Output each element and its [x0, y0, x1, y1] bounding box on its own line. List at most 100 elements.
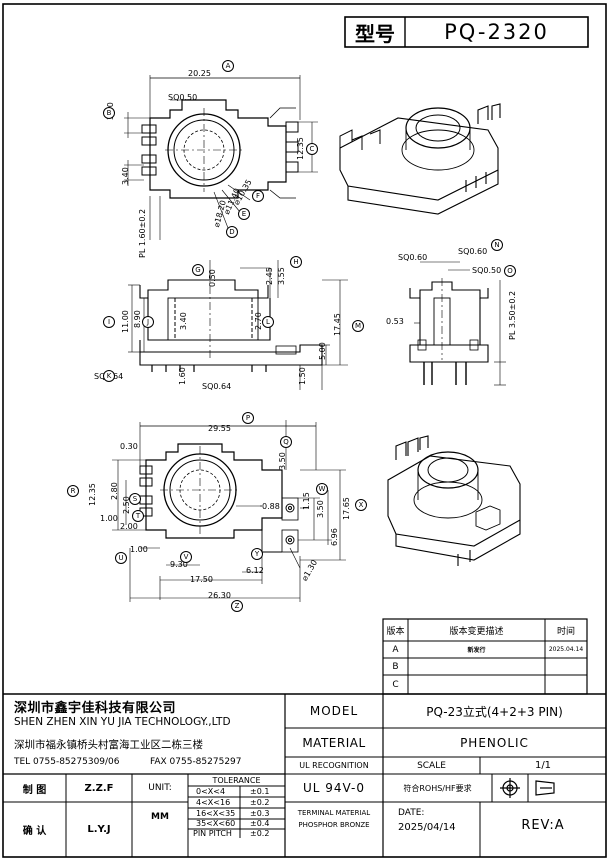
company-name-cn: 深圳市鑫宇佳科技有限公司 — [14, 701, 177, 716]
rev-row-version: C — [392, 679, 399, 690]
dim-label: 1.50 — [298, 367, 307, 385]
rev-col-version: 版本 — [386, 626, 405, 637]
callout-n: N — [491, 239, 503, 251]
callout-x: X — [355, 499, 367, 511]
callout-w: W — [316, 483, 328, 495]
checker-label: 确 认 — [22, 826, 47, 837]
dim-label: 1.00 — [130, 545, 148, 554]
model-label: MODEL — [309, 704, 359, 718]
callout-f: F — [252, 190, 264, 202]
dim-label: SQ0.50 — [168, 93, 198, 102]
dim-label: 2.80 — [110, 482, 119, 500]
callout-e: E — [238, 208, 250, 220]
callout-y: Y — [251, 548, 263, 560]
scale-value: 1/1 — [534, 760, 552, 771]
drafter-name: Z.Z.F — [84, 782, 114, 794]
rev-col-desc: 版本变更描述 — [449, 626, 504, 637]
dim-label: 3.55 — [277, 267, 286, 285]
dim-label: 17.45 — [333, 313, 342, 336]
dim-label: 0.50 — [208, 269, 217, 287]
dim-label: 3.50 — [316, 500, 325, 518]
tolerance-value: ±0.2 — [250, 829, 270, 838]
dim-label: 1.60 — [178, 367, 187, 385]
rev-row-version: B — [392, 661, 399, 672]
model-value: PQ-23立式(4+2+3 PIN) — [426, 704, 563, 719]
dim-label: 5.00 — [318, 342, 327, 360]
revision-code: REV:A — [521, 817, 565, 833]
dim-label: 0.30 — [120, 442, 138, 451]
callout-k: K — [103, 370, 115, 382]
terminal-material-value: PHOSPHOR BRONZE — [298, 821, 370, 829]
tolerance-range: PIN PITCH — [193, 829, 232, 838]
material-label: MATERIAL — [302, 735, 366, 750]
date-label: DATE: — [398, 808, 425, 818]
callout-r: R — [67, 485, 79, 497]
dim-label: 11.00 — [121, 310, 130, 333]
callout-l: L — [262, 316, 274, 328]
callout-g: G — [192, 264, 204, 276]
rev-row-desc: 新发行 — [467, 647, 486, 654]
dim-label: 3.40 — [179, 312, 188, 330]
tolerance-value: ±0.2 — [250, 798, 270, 807]
company-name-en: SHEN ZHEN XIN YU JIA TECHNOLOGY.,LTD — [14, 716, 231, 728]
callout-q: Q — [280, 436, 292, 448]
unit-label: UNIT: — [148, 783, 172, 793]
type-label: 型号 — [355, 21, 395, 46]
dim-label: 8.90 — [133, 310, 142, 328]
callout-o: O — [504, 265, 516, 277]
tolerance-value: ±0.1 — [250, 787, 270, 796]
dim-label: SQ0.60 — [398, 253, 428, 262]
scale-label: SCALE — [417, 760, 446, 771]
callout-u: U — [115, 552, 127, 564]
dim-label: SQ0.64 — [202, 382, 232, 391]
dim-label: 0.53 — [386, 317, 404, 326]
tolerance-title: TOLERANCE — [212, 776, 261, 785]
dim-label: PL 1.60±0.2 — [138, 208, 147, 258]
callout-p: P — [242, 412, 254, 424]
dim-label: 1.00 — [100, 514, 118, 523]
tolerance-range: 16<X<35 — [196, 809, 236, 818]
dim-label: 3.50 — [278, 452, 287, 470]
rohs-note: 符合ROHS/HF要求 — [403, 783, 472, 793]
dim-label: 17.50 — [190, 575, 213, 584]
unit-value: MM — [151, 812, 169, 822]
callout-a: A — [222, 60, 234, 72]
dim-label: 12.35 — [88, 483, 97, 506]
date-value: 2025/04/14 — [398, 822, 456, 833]
material-value: PHENOLIC — [460, 735, 529, 750]
ul-value: UL 94V-0 — [302, 781, 366, 795]
callout-h: H — [290, 256, 302, 268]
dim-label: 2.45 — [265, 267, 274, 285]
company-fax: FAX 0755-85275297 — [150, 757, 242, 767]
callout-m: M — [352, 320, 364, 332]
dim-label: 3.40 — [121, 167, 130, 185]
model-code: PQ-2320 — [444, 20, 549, 44]
projection-symbol — [500, 778, 555, 798]
checker-name: L.Y.J — [87, 824, 111, 835]
dim-label: 17.65 — [342, 497, 351, 520]
company-tel: TEL 0755-85275309/06 — [14, 757, 120, 767]
tolerance-range: 35<X<60 — [196, 819, 236, 828]
dim-label: 29.55 — [208, 424, 231, 433]
dim-label: 6.96 — [330, 528, 339, 546]
rev-col-time: 时间 — [556, 626, 575, 637]
rev-row-version: A — [392, 644, 399, 655]
dim-label: 2.00 — [120, 522, 138, 531]
callout-i: I — [103, 316, 115, 328]
callout-b: B — [103, 107, 115, 119]
tolerance-value: ±0.4 — [250, 819, 270, 828]
callout-v: V — [180, 551, 192, 563]
tolerance-range: 0<X<4 — [196, 787, 226, 796]
terminal-material-label: TERMINAL MATERIAL — [297, 809, 371, 817]
dim-label: SQ0.60 — [458, 247, 488, 256]
dim-label: 1.15 — [302, 492, 311, 510]
callout-j: J — [142, 316, 154, 328]
dim-label: 0.88 — [262, 502, 280, 511]
dim-label: SQ0.50 — [472, 266, 502, 275]
tolerance-range: 4<X<16 — [196, 798, 231, 807]
dim-label: 6.12 — [246, 566, 264, 575]
callout-d: D — [226, 226, 238, 238]
tolerance-value: ±0.3 — [250, 809, 270, 818]
